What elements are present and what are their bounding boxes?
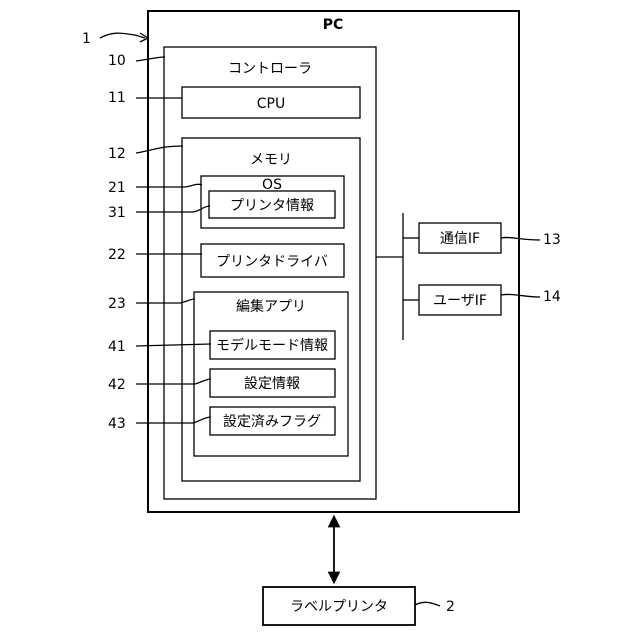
- leader-23: [136, 299, 195, 303]
- leader-10: [136, 57, 165, 61]
- os-title: OS: [262, 177, 282, 193]
- label-printer-label: ラベルプリンタ: [290, 599, 388, 615]
- ref-43: 43: [108, 416, 126, 432]
- ref-22: 22: [108, 247, 126, 263]
- ref-21: 21: [108, 180, 126, 196]
- ref-10: 10: [108, 53, 126, 69]
- ref-41: 41: [108, 339, 126, 355]
- leader-2: [415, 602, 440, 606]
- ref-14: 14: [543, 289, 561, 305]
- leader-21: [136, 184, 202, 187]
- ref-11: 11: [108, 90, 126, 106]
- ref-2: 2: [446, 599, 455, 615]
- ref-31: 31: [108, 205, 126, 221]
- model-mode-info-label: モデルモード情報: [216, 337, 328, 354]
- controller-title: コントローラ: [228, 61, 312, 77]
- pc-title: PC: [323, 17, 344, 33]
- ref-1: 1: [82, 31, 91, 47]
- comm-if-label: 通信IF: [440, 231, 480, 247]
- edit-app-title: 編集アプリ: [236, 298, 306, 315]
- leader-1: [100, 33, 145, 38]
- ref-23: 23: [108, 296, 126, 312]
- ref-42: 42: [108, 377, 126, 393]
- user-if-label: ユーザIF: [433, 293, 487, 309]
- ref-12: 12: [108, 146, 126, 162]
- leader-12: [136, 146, 183, 153]
- leader-13: [501, 237, 540, 240]
- ref-13: 13: [543, 232, 561, 248]
- configured-flag-label: 設定済みフラグ: [223, 414, 321, 430]
- printer-driver-label: プリンタドライバ: [216, 254, 328, 270]
- cpu-label: CPU: [257, 96, 285, 112]
- leader-14: [501, 294, 540, 297]
- memory-title: メモリ: [250, 152, 292, 168]
- pc-box: [148, 11, 519, 512]
- setting-info-label: 設定情報: [244, 376, 300, 392]
- printer-info-label: プリンタ情報: [230, 198, 314, 214]
- edit-app-box: [194, 292, 348, 456]
